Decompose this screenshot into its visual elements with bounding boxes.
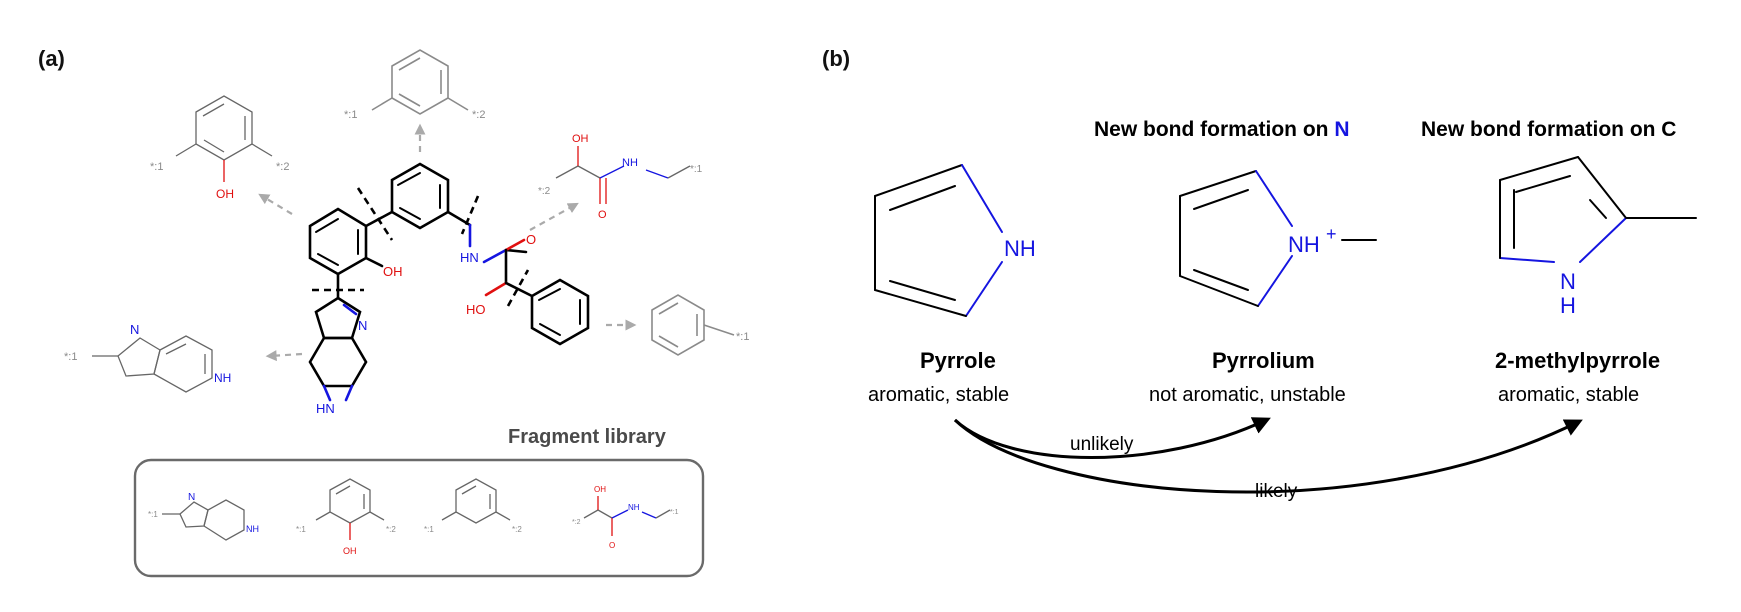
svg-text:HN: HN [460, 250, 479, 265]
svg-text:HN: HN [316, 401, 335, 416]
svg-text:*:2: *:2 [276, 161, 289, 173]
pyrrole-structure: NH [874, 164, 1036, 317]
svg-text:O: O [598, 209, 607, 221]
svg-text:*:1: *:1 [296, 525, 306, 534]
arrow-to-azaindole-fragment [265, 350, 303, 362]
central-molecule: OH HN O HO N HN [308, 162, 590, 416]
arrow-likely [953, 418, 1583, 494]
svg-text:*:2: *:2 [472, 109, 485, 121]
svg-text:NH: NH [214, 371, 231, 385]
svg-text:*:1: *:1 [148, 510, 158, 519]
arrow-to-phenol-fragment [258, 193, 293, 215]
svg-text:*:1: *:1 [690, 164, 703, 175]
fragment-phenol: *:1 *:2 OH [150, 95, 289, 201]
pyrrole-description: aromatic, stable [868, 384, 1009, 406]
header-new-bond-n: New bond formation on N [1094, 118, 1349, 141]
pyrrolium-name: Pyrrolium [1212, 348, 1315, 373]
svg-text:OH: OH [572, 133, 589, 145]
svg-text:*:1: *:1 [344, 109, 357, 121]
panel-b-label: (b) [822, 46, 850, 71]
svg-text:*:1: *:1 [736, 331, 749, 343]
library-fragment-azaindole: *:1 N NH [148, 492, 259, 541]
svg-text:N: N [188, 492, 195, 503]
methylpyrrole-name: 2-methylpyrrole [1495, 348, 1660, 373]
fragment-phenyl: *:1 [651, 294, 749, 356]
svg-text:OH: OH [594, 485, 606, 494]
arrow-unlikely [953, 417, 1271, 459]
svg-text:NH: NH [1288, 232, 1320, 257]
svg-text:+: + [1326, 224, 1337, 244]
library-fragment-phenol: *:1 *:2 OH [296, 478, 396, 556]
svg-text:N: N [1560, 269, 1576, 294]
header-new-bond-c: New bond formation on C [1421, 118, 1676, 141]
svg-text:O: O [609, 541, 615, 550]
svg-text:*:2: *:2 [538, 186, 551, 197]
svg-text:OH: OH [343, 546, 357, 556]
fragment-azaindole: *:1 N NH [64, 322, 231, 393]
panel-a-label: (a) [38, 46, 65, 71]
svg-text:*:2: *:2 [572, 519, 581, 526]
svg-text:N: N [130, 322, 139, 337]
arrow-to-amide-fragment [529, 202, 579, 231]
pyrrolium-description: not aromatic, unstable [1149, 384, 1346, 406]
svg-text:*:1: *:1 [424, 525, 434, 534]
svg-text:*:1: *:1 [670, 509, 679, 516]
methylpyrrole-description: aromatic, stable [1498, 384, 1639, 406]
svg-text:HO: HO [466, 302, 486, 317]
methylpyrrole-structure: N H [1499, 156, 1697, 318]
svg-text:N: N [358, 318, 367, 333]
svg-text:*:1: *:1 [150, 161, 163, 173]
arrow-likely-label: likely [1255, 481, 1298, 502]
library-fragment-meta-benzene: *:1 *:2 [424, 478, 522, 534]
svg-text:*:2: *:2 [386, 525, 396, 534]
svg-text:OH: OH [383, 264, 403, 279]
svg-text:NH: NH [628, 503, 640, 512]
svg-text:NH: NH [246, 524, 259, 534]
svg-text:NH: NH [622, 157, 638, 169]
svg-text:NH: NH [1004, 236, 1036, 261]
fragment-library-box [133, 458, 705, 578]
svg-text:OH: OH [216, 187, 234, 201]
pyrrolium-structure: NH + [1179, 170, 1377, 307]
library-fragment-amide: OH O NH *:2 *:1 [572, 485, 679, 550]
arrow-unlikely-label: unlikely [1070, 434, 1134, 455]
svg-text:O: O [526, 232, 536, 247]
svg-text:H: H [1560, 293, 1576, 318]
fragment-library-title: Fragment library [508, 426, 667, 448]
fragment-amide: OH O NH *:2 *:1 [538, 133, 703, 221]
fragment-meta-benzene: *:1 *:2 [344, 49, 485, 121]
svg-text:*:2: *:2 [512, 525, 522, 534]
pyrrole-name: Pyrrole [920, 348, 996, 373]
svg-text:*:1: *:1 [64, 351, 77, 363]
